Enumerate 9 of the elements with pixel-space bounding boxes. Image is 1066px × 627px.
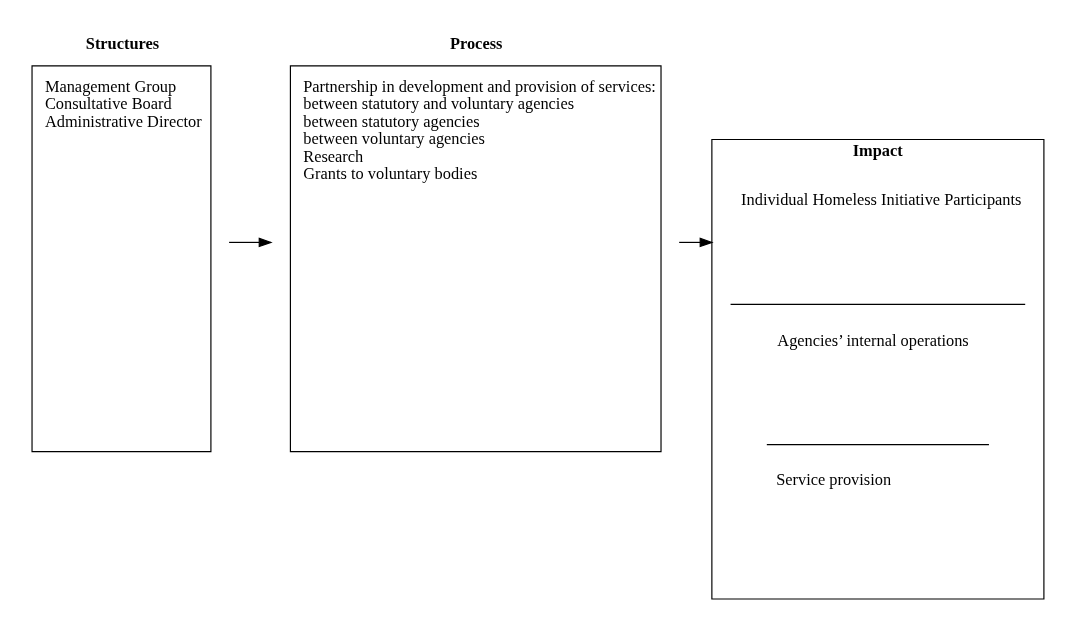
node-box: Management Group Consultative Board Administrative Director: [31, 64, 212, 452]
node-text: Individual Homeless Initiative Participants: [741, 189, 1022, 209]
node-text: Agencies’ internal operations: [777, 330, 969, 350]
arrow: [228, 236, 273, 247]
node-label: Process: [449, 33, 503, 53]
node-text: Service provision: [776, 469, 892, 489]
node-label: Structures: [85, 33, 160, 53]
arrow: [678, 236, 714, 247]
node-box: Partnership in development and provision of services: between statutory and voluntary agencies between statutory agencies between voluntary agencies Research Grants to voluntary bodies: [289, 64, 662, 452]
